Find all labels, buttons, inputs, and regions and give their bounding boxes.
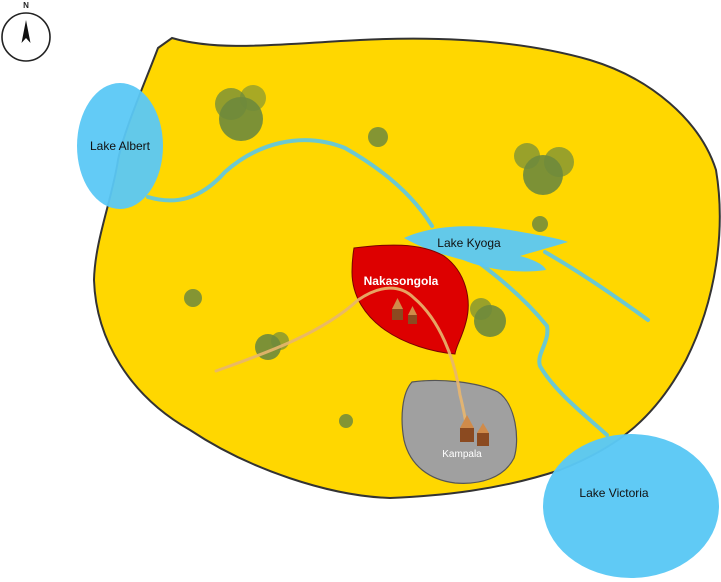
lake-kyoga [404,226,568,272]
compass: N [1,1,51,62]
lake-albert [77,83,163,209]
lake-victoria [543,434,719,578]
tree-icon [339,414,353,428]
kampala-region [401,379,518,484]
nakasongola-region [351,244,469,355]
tree-icon [532,216,548,232]
house-icon [392,298,403,320]
lake-victoria-label: Lake Victoria [579,486,648,500]
kampala-label: Kampala [442,449,482,460]
nakasongola-label: Nakasongola [364,274,439,288]
tree-icon [184,289,202,307]
compass-needle-icon [21,20,31,43]
lake-albert-label: Lake Albert [90,139,151,153]
river-kyoga-victoria [476,260,609,437]
tree-icon [368,127,388,147]
road [214,286,470,434]
river-kyoga-east [543,250,650,322]
house-icon [408,306,417,324]
house-icon [477,423,489,446]
compass-north-label: N [23,1,29,10]
house-icon [460,415,474,442]
tree-cluster-northeast [514,143,574,195]
lake-kyoga-label: Lake Kyoga [437,236,501,250]
tree-cluster-east [470,298,506,337]
river-albert-kyoga [146,138,434,228]
tree-cluster-northwest [215,85,266,141]
